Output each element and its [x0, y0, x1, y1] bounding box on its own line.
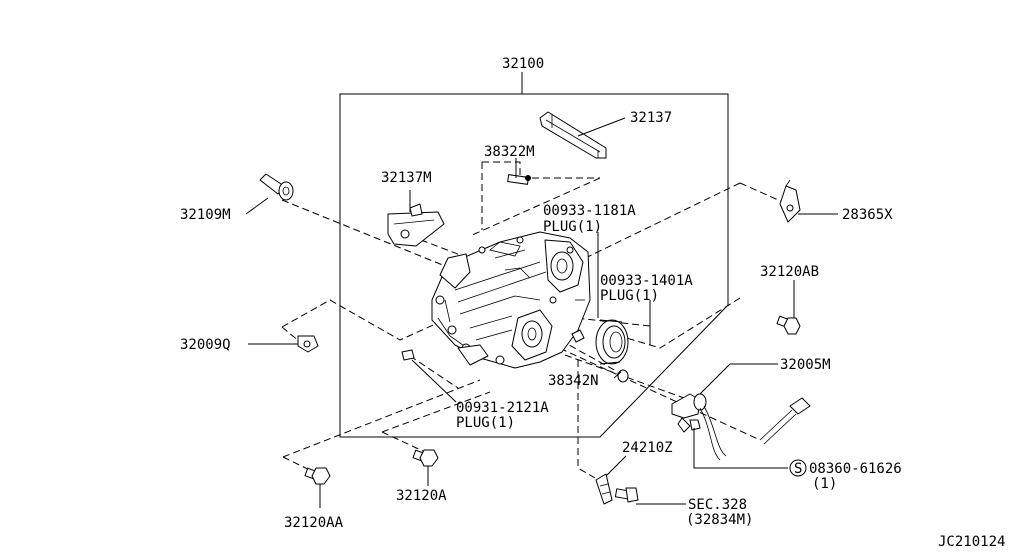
leader-38342n	[613, 371, 622, 379]
screw-08360-61626-part	[689, 419, 701, 431]
leader-08360-61626	[693, 428, 788, 469]
label-32120a: 32120A	[396, 488, 447, 504]
bolt-32120ab-part	[776, 315, 801, 335]
plug-38342n-part	[617, 369, 629, 383]
leader-00931-2121a	[411, 359, 457, 403]
label-24210z: 24210Z	[622, 440, 673, 456]
label-32137m: 32137M	[381, 170, 432, 186]
connector-cable-part	[759, 397, 811, 445]
bolt-32120aa-part	[304, 467, 331, 485]
label-32120ab: 32120AB	[760, 264, 819, 280]
bolt-32120a-part	[412, 449, 439, 467]
assembly-frame	[339, 93, 729, 438]
label-plug-2121a: PLUG(1)	[456, 415, 515, 431]
label-00933-1401a: 00933-1401A	[600, 273, 693, 289]
label-plug-1401a: PLUG(1)	[600, 288, 659, 304]
leader-32109m	[245, 197, 269, 215]
label-sec328: SEC.328	[688, 497, 747, 513]
label-08360-61626: 08360-61626	[809, 461, 902, 477]
label-plug-1181a: PLUG(1)	[543, 219, 602, 235]
label-38322m: 38322M	[484, 144, 535, 160]
label-32120aa: 32120AA	[284, 515, 344, 531]
label-32137: 32137	[630, 110, 672, 126]
clip-24210z-part	[595, 473, 613, 505]
s-circle-symbol	[789, 459, 807, 477]
transfer-case-body	[431, 231, 591, 369]
sleeve-32109m-part	[259, 173, 294, 201]
label-qty-1: (1)	[812, 476, 837, 492]
label-28365x: 28365X	[842, 207, 893, 223]
leader-32005m-a	[699, 363, 731, 395]
bolt-38322m-part	[507, 174, 531, 185]
label-32109m: 32109M	[180, 207, 231, 223]
label-32005m: 32005M	[780, 357, 831, 373]
output-seal	[595, 319, 629, 365]
bracket-32009q-part	[297, 335, 319, 353]
plug-00931-2121a-part	[401, 349, 415, 361]
label-00933-1181a: 00933-1181A	[543, 203, 636, 219]
leader-32137	[577, 117, 626, 137]
sensor-32005m-part	[671, 393, 727, 461]
label-32009q: 32009Q	[180, 337, 231, 353]
footer-diagram-code: JC210124	[938, 534, 1005, 550]
label-32100: 32100	[502, 56, 544, 72]
label-s-symbol: S	[794, 461, 802, 477]
label-00931-2121a: 00931-2121A	[456, 400, 549, 416]
plug-00933-1181a-part	[571, 329, 585, 343]
bolt-sec328-part	[614, 487, 639, 503]
bracket-32137m-part	[387, 203, 445, 247]
clip-28365x-part	[779, 179, 801, 223]
bracket-32137-part	[539, 111, 607, 159]
part-labels: 32100 32137 38322M 32137M 32109M 00933-1…	[180, 56, 1005, 550]
leader-24210z	[605, 455, 627, 477]
label-32834m: (32834M)	[686, 512, 753, 528]
label-38342n: 38342N	[548, 373, 599, 389]
dashed-assembly-lines	[281, 161, 786, 479]
